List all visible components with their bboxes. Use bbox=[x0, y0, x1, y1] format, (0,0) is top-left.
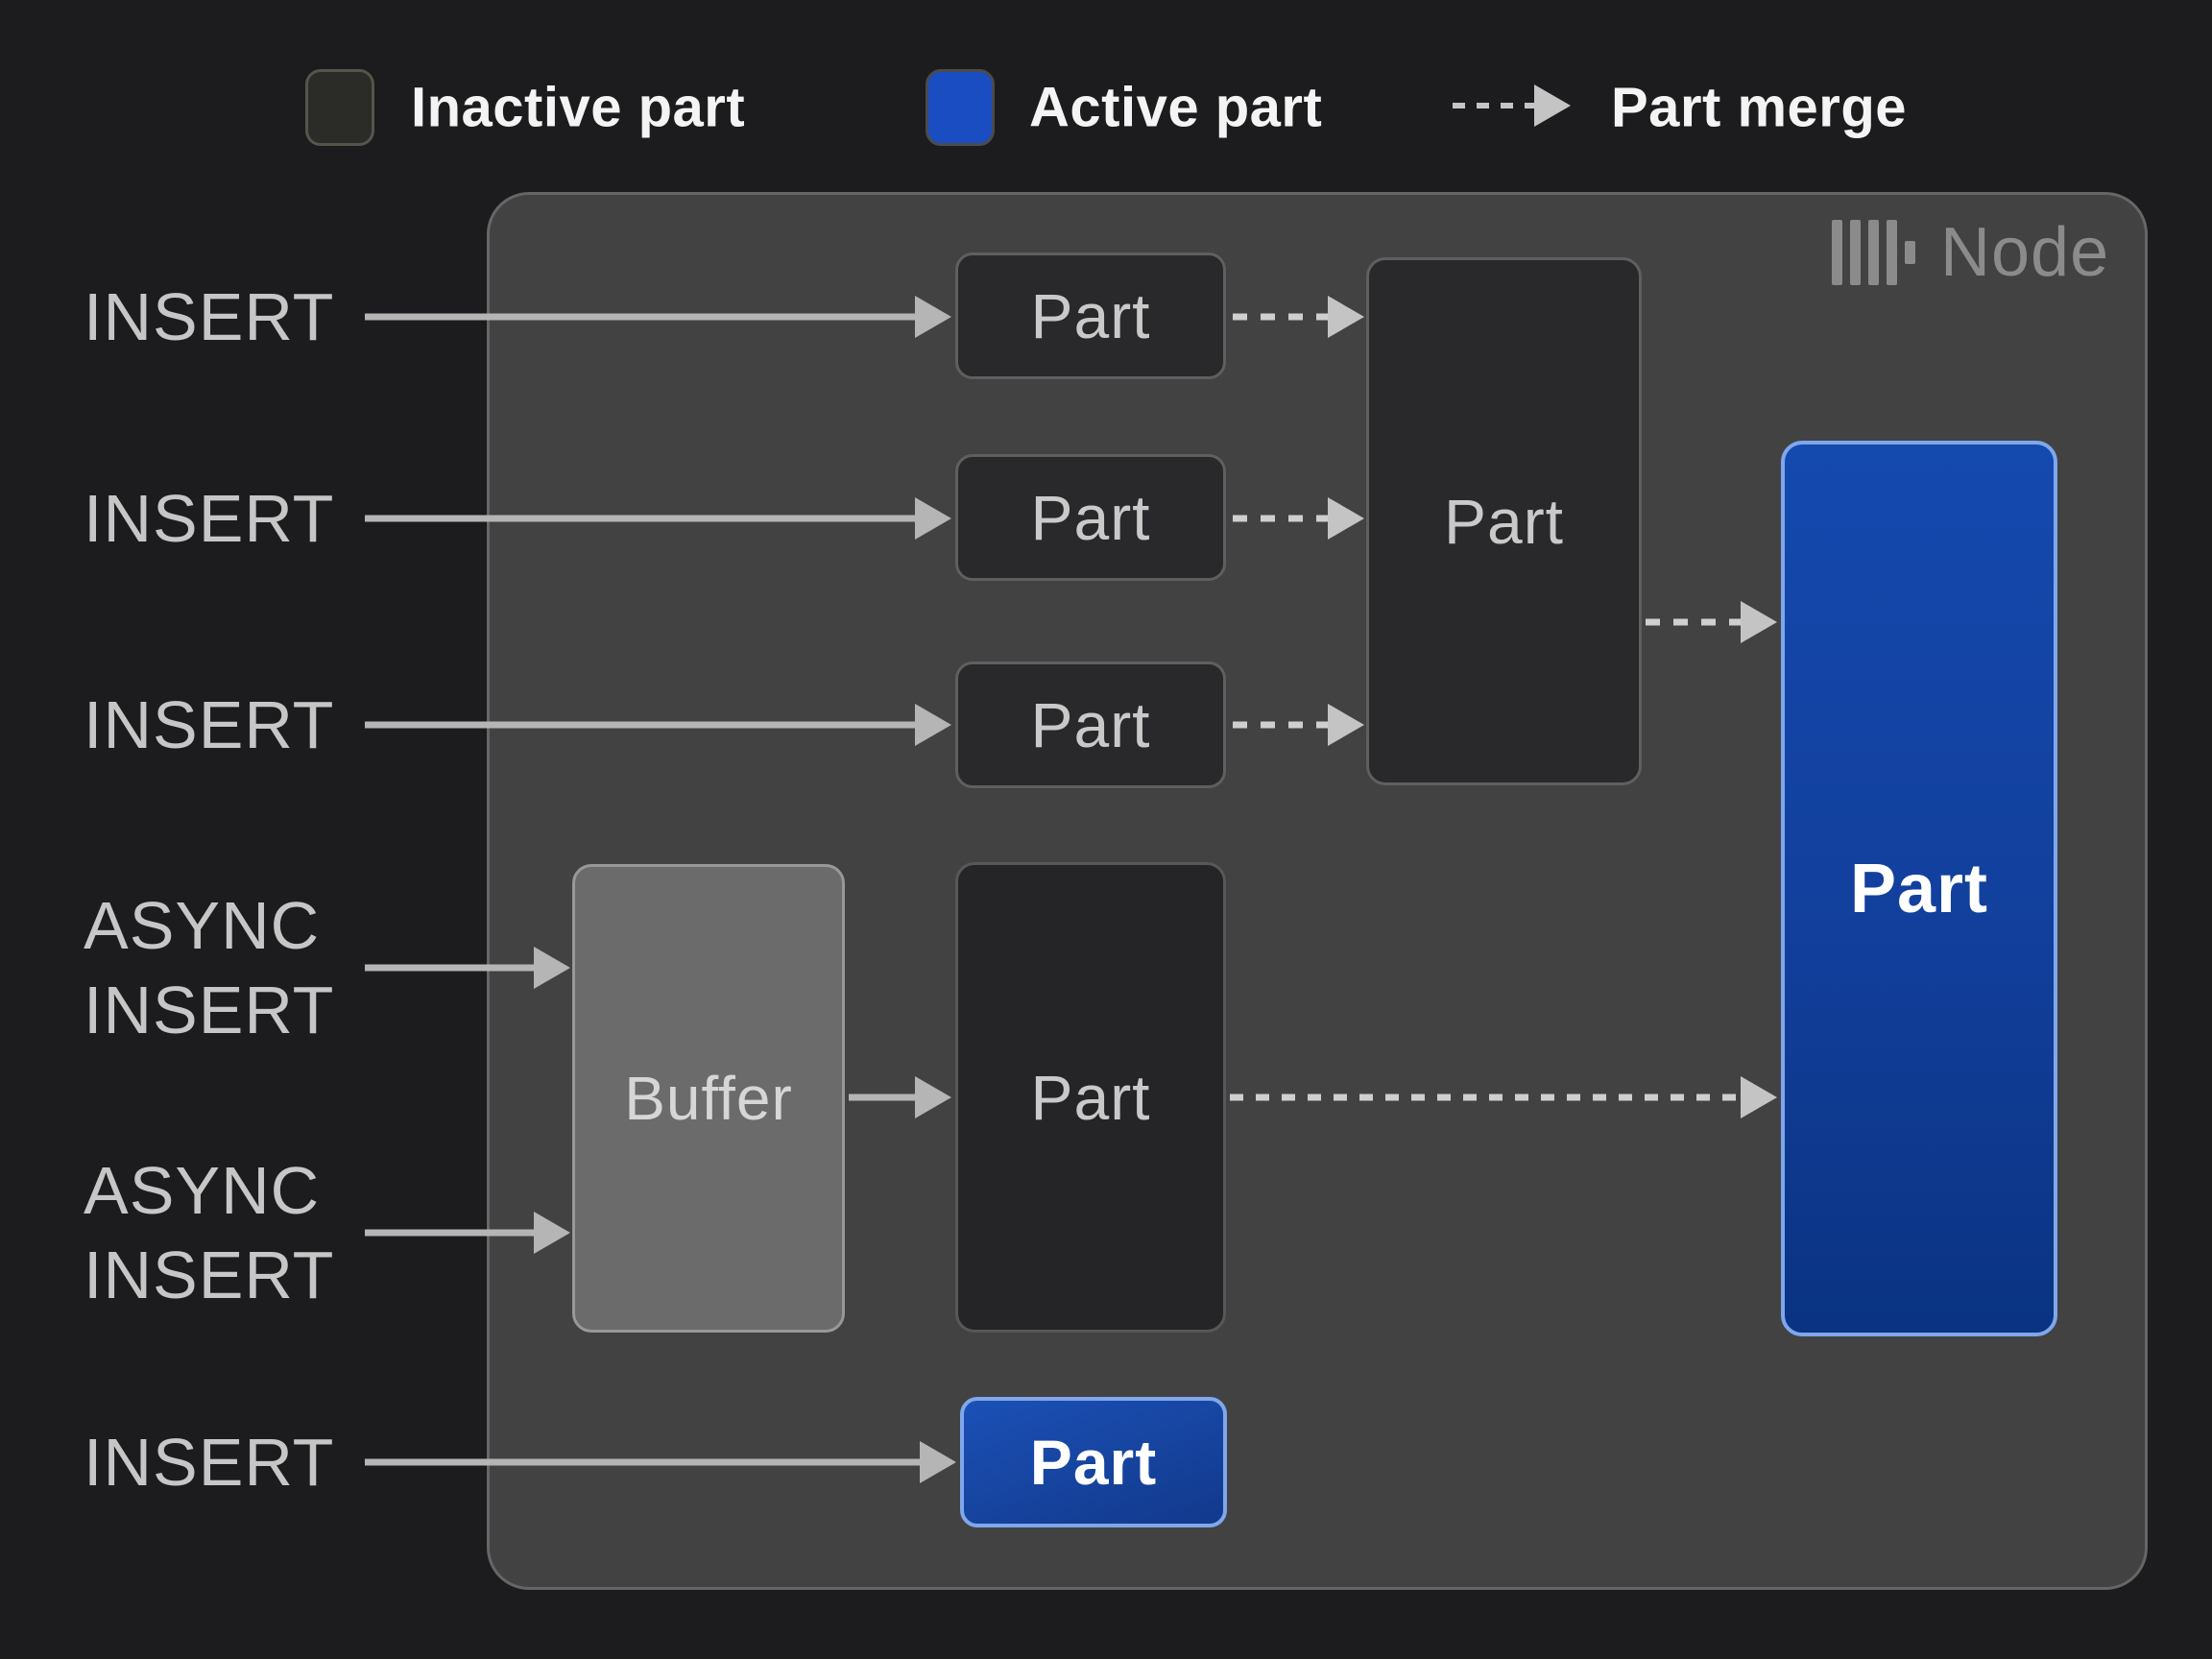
part-box-merged: Part bbox=[1366, 257, 1642, 785]
async-insert2-line1: ASYNC bbox=[84, 1153, 321, 1228]
buffer-box: Buffer bbox=[572, 864, 845, 1333]
part-box-active-small: Part bbox=[960, 1397, 1227, 1527]
part-box-1: Part bbox=[955, 252, 1226, 379]
legend-inactive-swatch bbox=[305, 69, 374, 146]
part-box-active-large: Part bbox=[1781, 441, 2057, 1336]
async-insert1-line2: INSERT bbox=[84, 973, 335, 1047]
insert1-label: INSERT bbox=[84, 279, 335, 354]
legend-active-swatch bbox=[926, 69, 995, 146]
insert3-label: INSERT bbox=[84, 687, 335, 762]
insert4-label: INSERT bbox=[84, 1425, 335, 1500]
node-title-label: Node bbox=[1940, 214, 2110, 291]
legend-merge-label: Part merge bbox=[1611, 76, 1908, 139]
legend-inactive-label: Inactive part bbox=[411, 76, 746, 139]
part-box-3: Part bbox=[955, 661, 1226, 788]
insert2-label: INSERT bbox=[84, 481, 335, 556]
async-insert2-line2: INSERT bbox=[84, 1238, 335, 1312]
async-insert1-label: ASYNC INSERT bbox=[84, 883, 334, 1052]
async-insert2-label: ASYNC INSERT bbox=[84, 1148, 334, 1317]
part-box-2: Part bbox=[955, 454, 1226, 581]
node-title: Node bbox=[1832, 214, 2109, 291]
async-insert1-line1: ASYNC bbox=[84, 888, 321, 963]
part-box-async: Part bbox=[955, 862, 1226, 1333]
legend-active-label: Active part bbox=[1029, 76, 1323, 139]
clickhouse-bars-icon bbox=[1832, 220, 1915, 285]
